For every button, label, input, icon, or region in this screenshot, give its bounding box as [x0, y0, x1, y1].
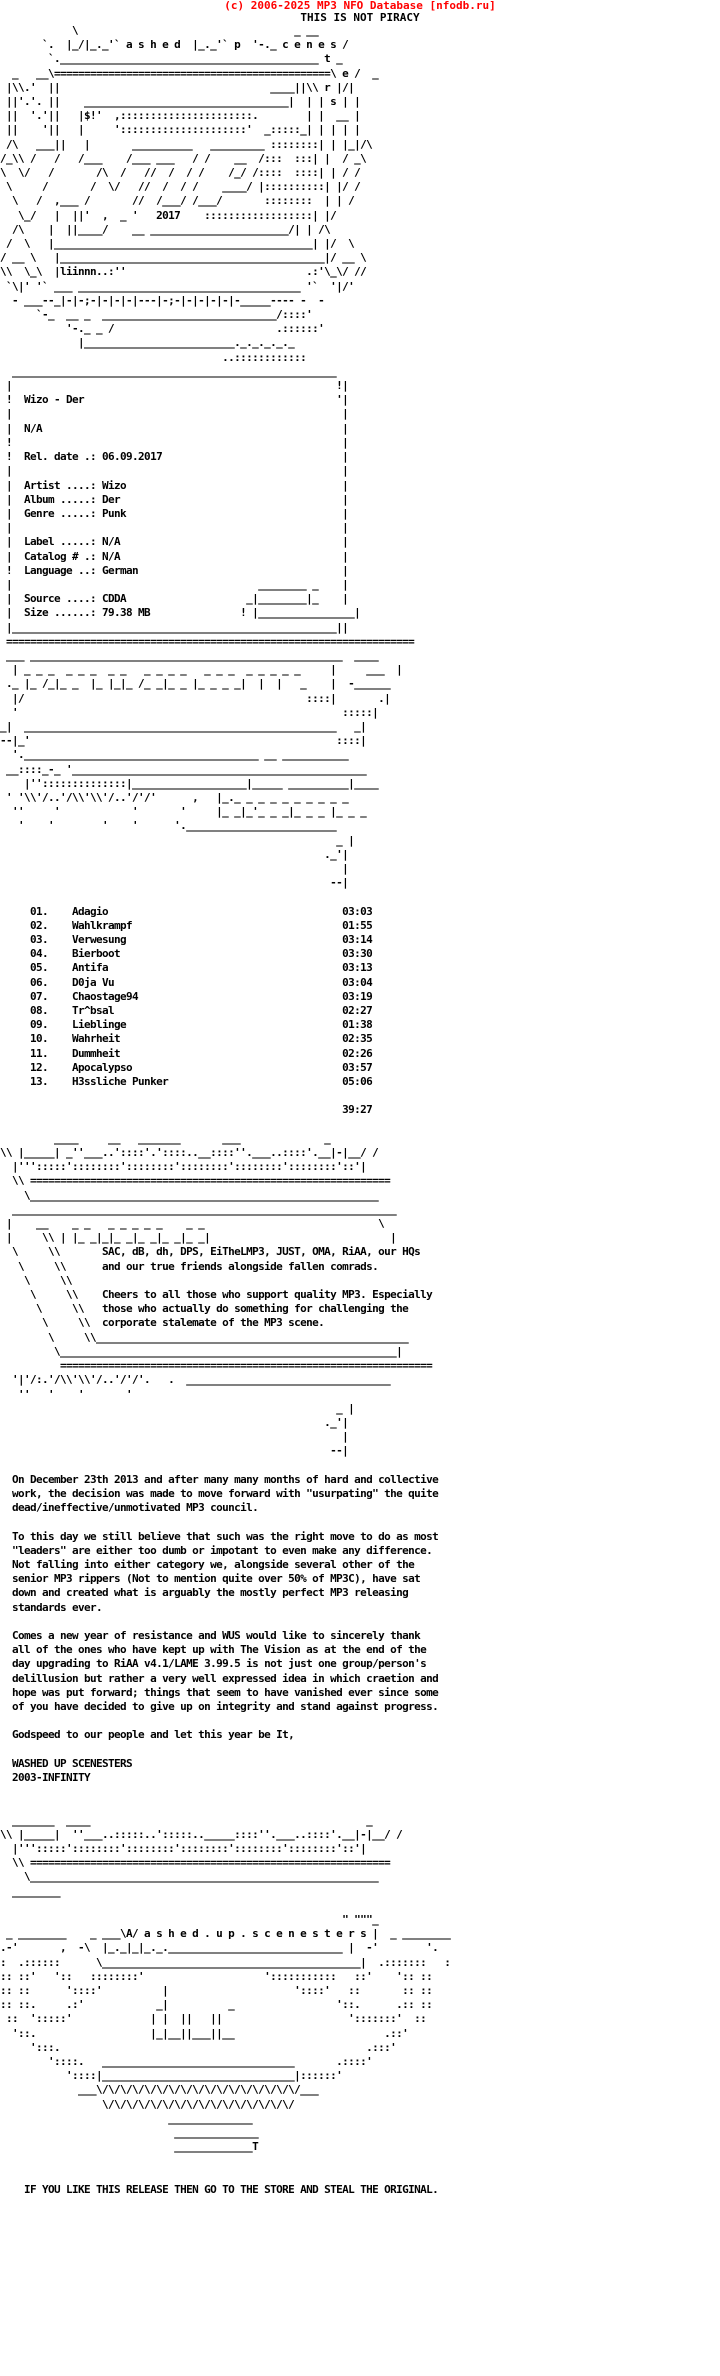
piracy-disclaimer: THIS IS NOT PIRACY [300, 11, 420, 24]
nfo-ascii-body: \ _ __ `. |_/|_._'` a s h e d |_._'` p '… [0, 24, 451, 2196]
site-copyright-header[interactable]: (c) 2006-2025 MP3 NFO Database [nfodb.ru… [224, 0, 496, 12]
